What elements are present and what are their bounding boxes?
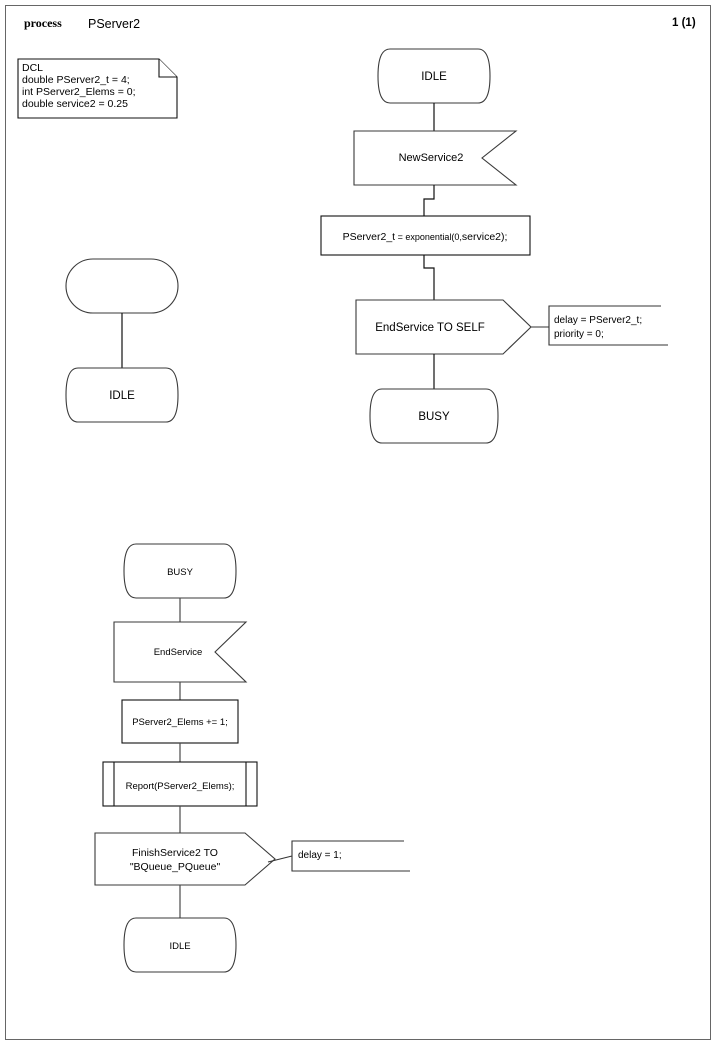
- comment-finishservice2-line-1: delay = 1;: [298, 850, 342, 861]
- page-frame-border: [5, 5, 711, 1040]
- task-part-tail: service2);: [462, 231, 508, 243]
- comment-endservice-line-2: priority = 0;: [554, 329, 604, 340]
- comment-bracket-finishservice2: [291, 840, 410, 872]
- busy-transition-group: BUSY EndService PServer2_Elems += 1; Rep…: [94, 543, 410, 973]
- header-keyword: process: [24, 16, 62, 30]
- state-idle-top[interactable]: [377, 48, 491, 104]
- task-exponential[interactable]: [320, 215, 531, 256]
- task-exponential-label: PServer2_t = exponential(0,service2);: [343, 231, 508, 243]
- header-process-name: PServer2: [88, 17, 140, 31]
- start-symbol[interactable]: [65, 258, 179, 314]
- task-part-lead: PServer2_t: [343, 231, 396, 243]
- output-finishservice2-line-1: FinishService2 TO: [132, 847, 218, 859]
- state-idle-bottom-label: IDLE: [169, 941, 190, 952]
- output-endservice-to-self[interactable]: [355, 299, 532, 355]
- state-busy-top[interactable]: [369, 388, 499, 444]
- dcl-note: DCL double PServer2_t = 4; int PServer2_…: [17, 58, 178, 119]
- start-transition-group: IDLE: [65, 258, 179, 423]
- task-increment-elems[interactable]: [121, 699, 239, 744]
- input-endservice[interactable]: [113, 621, 248, 683]
- state-busy-top-label: BUSY: [418, 411, 450, 423]
- state-idle-top-label: IDLE: [421, 71, 447, 83]
- output-endservice-to-self-label: EndService TO SELF: [375, 322, 485, 334]
- dcl-line-3: int PServer2_Elems = 0;: [22, 86, 136, 98]
- task-increment-elems-label: PServer2_Elems += 1;: [132, 717, 228, 728]
- input-endservice-label: EndService: [154, 647, 203, 658]
- idle-transition-group: IDLE NewService2 PServer2_t = exponentia…: [320, 48, 668, 444]
- dcl-line-2: double PServer2_t = 4;: [22, 74, 130, 86]
- state-idle-bottom[interactable]: [123, 917, 237, 973]
- connector-task-to-output: [423, 255, 435, 300]
- comment-connector-finishservice2: [267, 855, 293, 863]
- dcl-line-4: double service2 = 0.25: [22, 98, 128, 110]
- state-idle-left-label: IDLE: [109, 390, 135, 402]
- page-number: 1 (1): [672, 17, 696, 29]
- state-idle-left[interactable]: [65, 367, 179, 423]
- comment-bracket-endservice: [548, 305, 668, 346]
- state-busy-bottom-label: BUSY: [167, 567, 194, 578]
- state-busy-bottom[interactable]: [123, 543, 237, 599]
- procedure-call-report-label: Report(PServer2_Elems);: [126, 781, 235, 792]
- output-finishservice2-line-2: "BQueue_PQueue": [130, 861, 221, 873]
- output-finishservice2[interactable]: [94, 832, 276, 886]
- connector-input-to-task: [423, 185, 435, 216]
- procedure-call-report[interactable]: Report(PServer2_Elems);: [102, 761, 258, 807]
- input-newservice2[interactable]: [353, 130, 518, 186]
- task-part-mid: = exponential(0,: [395, 232, 462, 242]
- dcl-line-1: DCL: [22, 62, 43, 74]
- input-newservice2-label: NewService2: [399, 152, 464, 164]
- comment-endservice-line-1: delay = PServer2_t;: [554, 315, 642, 326]
